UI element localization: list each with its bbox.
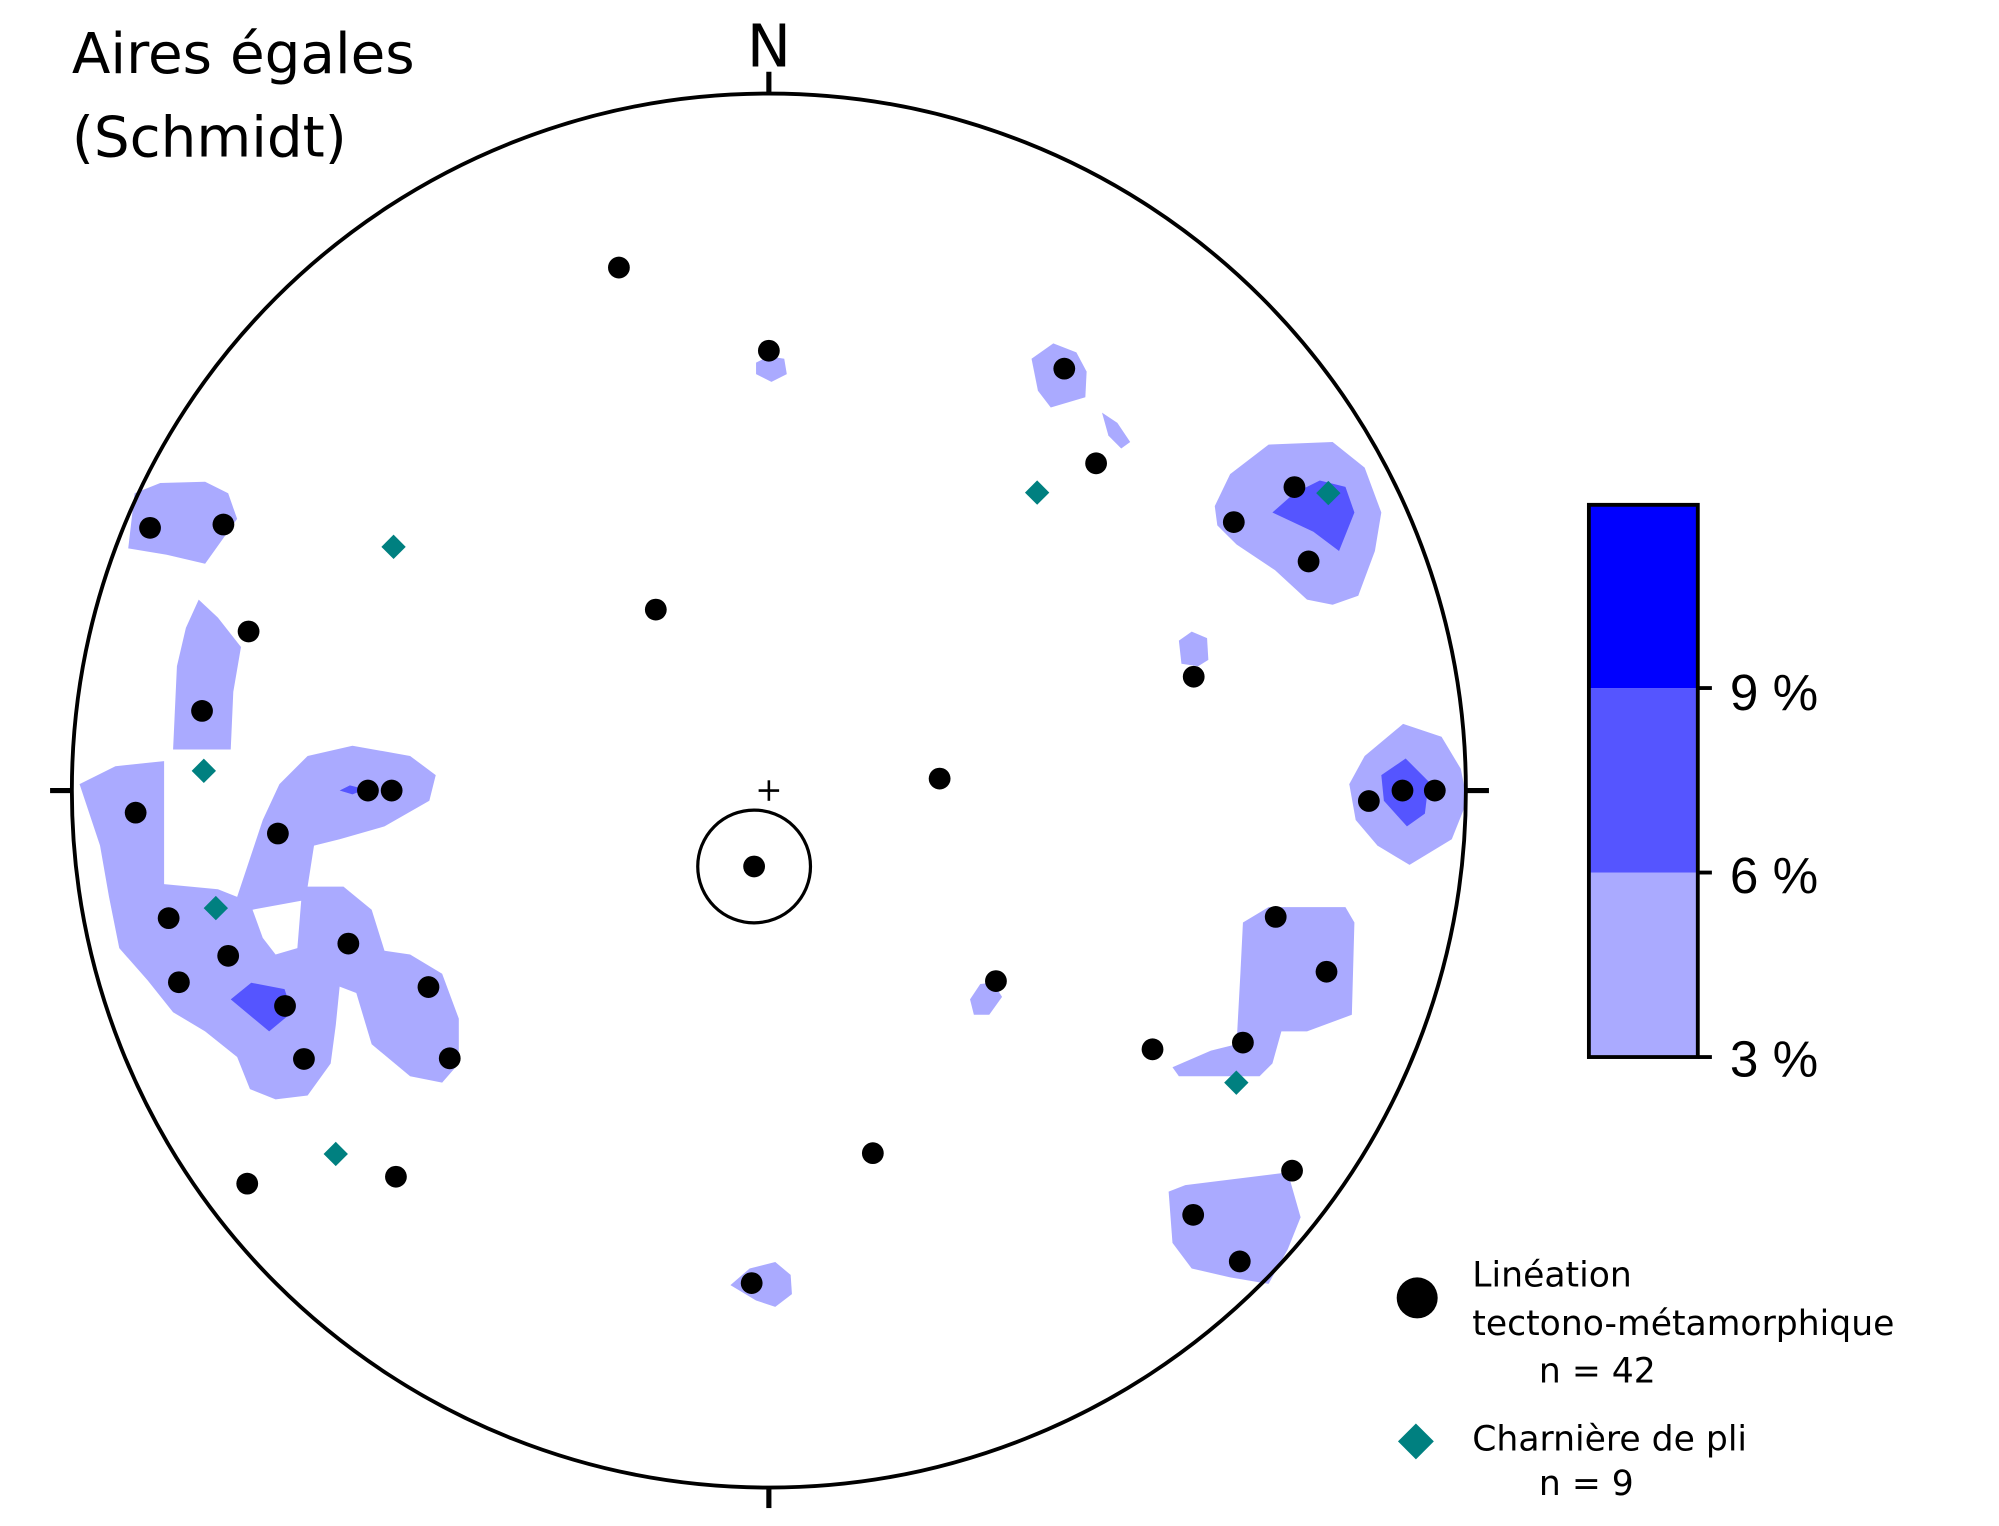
fold-hinge-point — [381, 534, 406, 559]
lineation-point — [139, 516, 161, 539]
lineation-point — [124, 801, 147, 824]
legend-fold-hinge-label: Charnière de pli — [1472, 1419, 1747, 1459]
mean-vector-confidence-circle — [696, 808, 813, 925]
lineation-point — [417, 976, 440, 998]
lineation-point — [1281, 1159, 1303, 1182]
contour-3pct-w-arm — [173, 599, 241, 750]
contour-3pct-west-cluster — [79, 745, 459, 1100]
fold-hinge-point — [191, 758, 216, 783]
lineation-point — [644, 598, 667, 621]
contour-3pct-ne-small — [1102, 412, 1131, 449]
fold-hinge-point — [323, 1141, 348, 1167]
legend-marker-fold-hinge — [1397, 1423, 1434, 1460]
cardinal-ticks — [50, 71, 1489, 1509]
fold-hinge-point — [203, 895, 229, 921]
lineation-point — [1232, 1031, 1254, 1054]
legend-marker-lineation — [1396, 1277, 1438, 1319]
lineation-point — [237, 620, 260, 643]
colorbar-tick-6: 6 % — [1730, 847, 1818, 904]
contour-3pct-e-small — [1178, 631, 1209, 667]
lineation-point — [357, 779, 379, 802]
colorbar-tick-9: 9 % — [1730, 664, 1818, 721]
lineation-point — [757, 339, 780, 362]
colorbar-tick-3: 3 % — [1730, 1030, 1818, 1087]
contour-6pct-w — [230, 982, 293, 1032]
lineation-point — [1315, 960, 1338, 983]
contour-3pct-se-cluster — [1172, 907, 1355, 1077]
data-points — [124, 256, 1446, 1295]
chart-title-line2: (Schmidt) — [72, 105, 347, 170]
fold-hinge-point — [1224, 1070, 1249, 1095]
lineation-point — [236, 1172, 259, 1195]
lineation-point — [293, 1048, 315, 1070]
colorbar-band-above-9 — [1588, 504, 1698, 689]
legend-lineation-line2: tectono-métamorphique — [1472, 1304, 1894, 1344]
lineation-point — [1182, 665, 1205, 688]
fold-hinge-point — [1316, 480, 1341, 506]
lineation-point — [928, 767, 951, 790]
lineation-point — [1085, 452, 1107, 475]
lineation-point — [157, 907, 180, 930]
lineation-point — [743, 855, 766, 878]
lineation-point — [985, 970, 1007, 992]
lineation-point — [337, 932, 360, 955]
chart-title-line1: Aires égales — [72, 22, 415, 87]
lineation-point — [212, 513, 235, 536]
colorbar: 3 % 6 % 9 % — [1586, 502, 1818, 1087]
lineation-point — [1222, 511, 1245, 534]
legend: Linéation tectono-métamorphique n = 42 C… — [1396, 1255, 1894, 1504]
lineation-point — [1391, 779, 1414, 802]
density-contours — [79, 343, 1468, 1307]
fold-hinge-point — [1024, 480, 1050, 505]
colorbar-frame — [1586, 502, 1700, 1059]
lineation-point — [191, 699, 213, 722]
lineation-point — [1228, 1250, 1251, 1273]
lineation-point — [1182, 1203, 1205, 1226]
legend-fold-hinge-count: n = 9 — [1539, 1464, 1634, 1504]
legend-lineation-count: n = 42 — [1539, 1351, 1656, 1391]
lineation-point — [438, 1047, 461, 1070]
contour-3pct-sse-cluster — [1168, 1172, 1301, 1284]
north-label: N — [747, 12, 791, 81]
lineation-point — [740, 1272, 763, 1295]
lineation-point — [1053, 357, 1076, 380]
lineation-point — [1283, 476, 1306, 499]
lineation-point — [1297, 550, 1320, 573]
lineation-point — [1141, 1038, 1164, 1061]
lineation-point — [385, 1165, 407, 1188]
lineation-point — [1357, 790, 1380, 812]
lineation-point — [274, 995, 296, 1017]
lineation-point — [608, 256, 630, 279]
lineation-point — [380, 779, 403, 802]
colorbar-band-6-9 — [1588, 688, 1698, 873]
lineation-point — [1423, 779, 1446, 802]
center-cross — [758, 780, 780, 801]
lineation-point — [168, 971, 190, 994]
colorbar-band-3-6 — [1588, 872, 1698, 1058]
lineation-point — [217, 944, 240, 967]
contour-3pct-n-blob — [756, 356, 787, 382]
lineation-point — [266, 822, 289, 845]
contour-3pct-nw-blob — [128, 481, 238, 564]
lineation-point — [861, 1142, 884, 1165]
lineation-point — [1264, 906, 1287, 928]
legend-lineation-line1: Linéation — [1472, 1255, 1632, 1295]
